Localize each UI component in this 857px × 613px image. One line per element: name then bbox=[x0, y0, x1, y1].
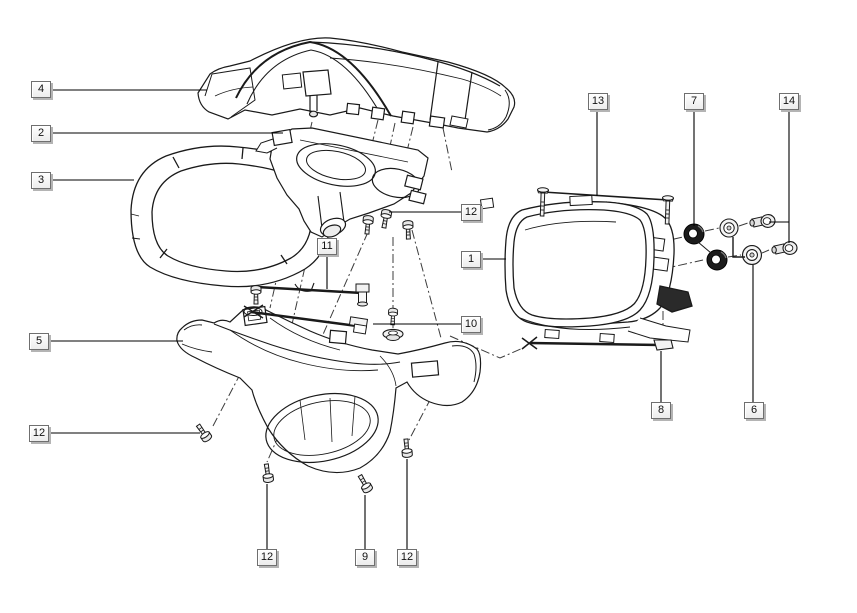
callout-12a[interactable]: 12 bbox=[29, 425, 49, 442]
callout-2[interactable]: 2 bbox=[31, 125, 51, 142]
callout-4[interactable]: 4 bbox=[31, 81, 51, 98]
speedometer-part bbox=[255, 127, 429, 238]
rod-part11 bbox=[250, 283, 370, 307]
callout-8[interactable]: 8 bbox=[651, 402, 671, 419]
callout-12d[interactable]: 12 bbox=[397, 549, 417, 566]
callout-13[interactable]: 13 bbox=[588, 93, 608, 110]
rod-part10 bbox=[243, 304, 369, 335]
callout-6[interactable]: 6 bbox=[744, 402, 764, 419]
callout-12c[interactable]: 12 bbox=[257, 549, 277, 566]
callout-14[interactable]: 14 bbox=[779, 93, 799, 110]
leader-lines bbox=[49, 89, 790, 549]
headlight-part bbox=[479, 194, 693, 344]
upper-cover-part bbox=[197, 37, 516, 133]
callout-10[interactable]: 10 bbox=[461, 316, 481, 333]
screw-nut-pair bbox=[382, 307, 404, 341]
callout-12b[interactable]: 12 bbox=[461, 204, 481, 221]
callout-7[interactable]: 7 bbox=[684, 93, 704, 110]
callout-3[interactable]: 3 bbox=[31, 172, 51, 189]
flange-nuts-part6 bbox=[719, 218, 763, 266]
callout-5[interactable]: 5 bbox=[29, 333, 49, 350]
callout-11[interactable]: 11 bbox=[317, 238, 337, 255]
grommets-part7 bbox=[683, 223, 728, 271]
headlight-screws-part13 bbox=[536, 187, 675, 225]
callout-1[interactable]: 1 bbox=[461, 251, 481, 268]
lower-cover-part bbox=[176, 305, 482, 474]
wire-stay-part8 bbox=[521, 336, 674, 351]
callout-9[interactable]: 9 bbox=[355, 549, 375, 566]
